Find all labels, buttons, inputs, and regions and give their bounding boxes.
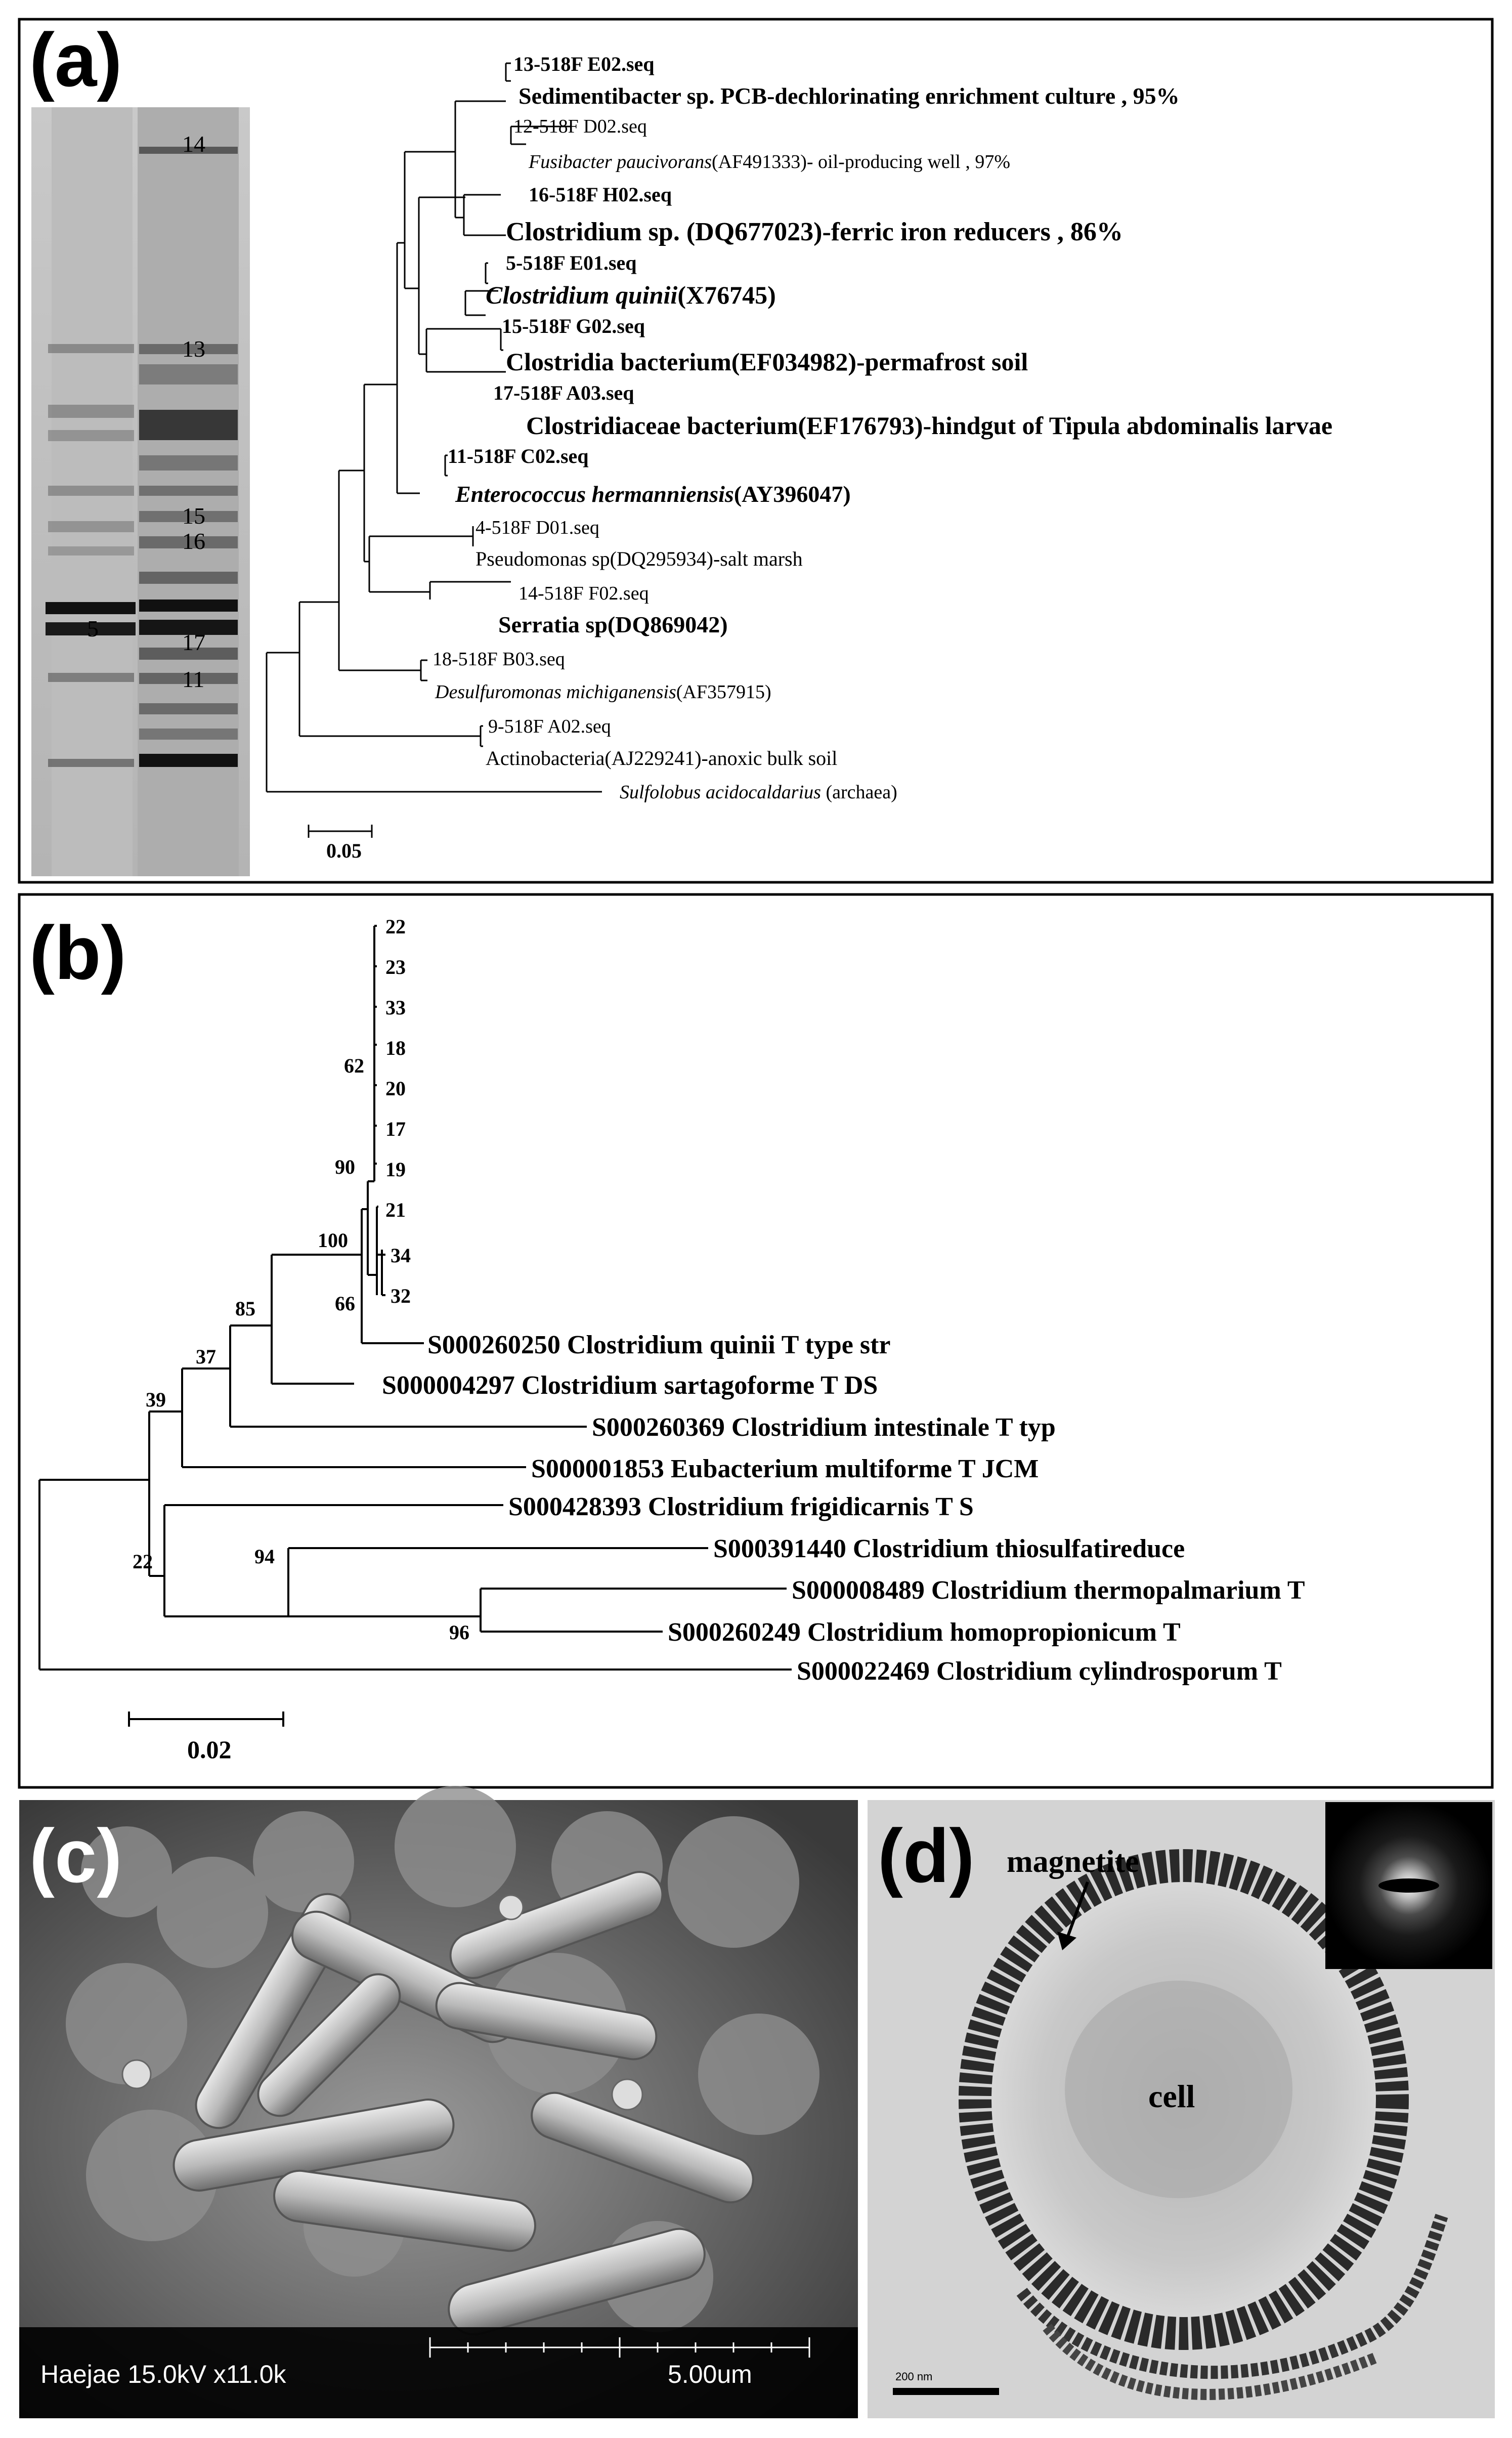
band-label: 13	[182, 336, 205, 362]
tree-a-taxon-label: 9-518F A02.seq	[488, 716, 611, 737]
tree-a-taxon-label: Fusibacter paucivorans(AF491333)- oil-pr…	[528, 151, 1010, 173]
tree-a-taxon-label: Clostridia bacterium(EF034982)-permafros…	[506, 348, 1028, 376]
tem-micrograph	[868, 1800, 1495, 2418]
phylogenetic-tree-a	[266, 62, 602, 838]
phylogenetic-tree-b	[38, 925, 792, 1727]
tree-a-taxon-label: Clostridium quinii(X76745)	[486, 281, 776, 309]
panel-d-label: (d)	[878, 1813, 975, 1898]
tree-a-taxon-label: Actinobacteria(AJ229241)-anoxic bulk soi…	[486, 747, 837, 769]
tree-a-taxon-label: Enterococcus hermanniensis(AY396047)	[455, 481, 851, 507]
tree-a-taxon-label: 4-518F D01.seq	[476, 517, 599, 538]
tree-a-taxon-label: 16-518F H02.seq	[529, 183, 672, 206]
bootstrap-value: 37	[196, 1345, 216, 1368]
clone-label: 33	[385, 996, 406, 1019]
clone-label: 34	[391, 1244, 411, 1267]
tree-a-taxon-label: 13-518F E02.seq	[513, 53, 655, 75]
band-label: 14	[182, 131, 205, 157]
band-label: 17	[182, 629, 205, 655]
magnetite-label: magnetite	[1007, 1845, 1139, 1879]
clone-label: 23	[385, 956, 406, 978]
reference-taxon: S000260249 Clostridium homopropionicum T	[668, 1618, 1181, 1647]
panel-b-frame	[18, 893, 1494, 1789]
bootstrap-value: 85	[235, 1297, 255, 1320]
tree-a-taxon-label: Clostridiaceae bacterium(EF176793)-hindg…	[526, 411, 1332, 440]
band-label: 15	[182, 503, 205, 529]
tree-a-taxon-label: 14-518F F02.seq	[519, 583, 649, 604]
tree-a-taxon-label: 11-518F C02.seq	[448, 445, 589, 467]
tree-a-taxon-label: 17-518F A03.seq	[493, 381, 634, 404]
reference-taxon: S000391440 Clostridium thiosulfatireduce	[713, 1534, 1185, 1563]
clone-label: 20	[385, 1077, 406, 1100]
bootstrap-value: 62	[344, 1054, 364, 1077]
bootstrap-value: 39	[146, 1388, 166, 1411]
clone-label: 21	[385, 1199, 406, 1221]
scale-bar-label-b: 0.02	[187, 1735, 232, 1764]
bootstrap-value: 94	[254, 1545, 275, 1568]
clone-label: 22	[385, 915, 406, 938]
tree-b-bootstrap-labels: 62 90 100 66 85 37 39 22 94 96	[133, 1054, 469, 1644]
reference-taxon: S000022469 Clostridium cylindrosporum T	[797, 1657, 1282, 1686]
reference-taxon: S000008489 Clostridium thermopalmarium T	[792, 1576, 1305, 1605]
bootstrap-value: 100	[318, 1229, 348, 1252]
tree-b-clone-labels: 22 23 33 18 20 17 19 21 34 32	[385, 915, 411, 1307]
tree-a-taxon-label: Clostridium sp. (DQ677023)-ferric iron r…	[506, 218, 1123, 246]
tree-a-taxon-label: 12-518F D02.seq	[513, 116, 647, 137]
band-label: 11	[182, 666, 204, 692]
clone-label: 18	[385, 1037, 406, 1059]
band-label: 5	[87, 616, 99, 641]
sem-scale-label: 5.00um	[668, 2360, 752, 2388]
reference-taxon: S000004297 Clostridium sartagoforme T DS	[382, 1371, 878, 1400]
bootstrap-value: 22	[133, 1550, 153, 1573]
bootstrap-value: 66	[335, 1292, 355, 1315]
tree-a-taxon-label: 5-518F E01.seq	[506, 251, 637, 274]
reference-taxon: S000260250 Clostridium quinii T type str	[427, 1331, 890, 1359]
panel-b-label: (b)	[29, 910, 126, 995]
tem-scale-label: 200 nm	[895, 2370, 932, 2383]
tree-a-taxon-label: 15-518F G02.seq	[502, 315, 645, 337]
clone-label: 32	[391, 1285, 411, 1307]
sem-micrograph	[19, 1786, 858, 2418]
dgge-gel-image: 14 13 15 16 5 17 11	[31, 107, 250, 876]
tree-a-taxon-label: Serratia sp(DQ869042)	[498, 612, 728, 637]
scale-bar-label-a: 0.05	[326, 839, 362, 862]
tree-a-taxon-label: 18-518F B03.seq	[433, 649, 565, 670]
tree-a-taxon-label: Desulfuromonas michiganensis(AF357915)	[435, 681, 771, 703]
band-label: 16	[182, 528, 205, 554]
tree-a-taxon-label: Sulfolobus acidocaldarius (archaea)	[620, 782, 897, 803]
tree-a-taxon-label: Sedimentibacter sp. PCB-dechlorinating e…	[519, 83, 1180, 109]
tree-a-taxon-label: Pseudomonas sp(DQ295934)-salt marsh	[476, 547, 803, 570]
sem-info: Haejae 15.0kV x11.0k	[40, 2360, 286, 2388]
cell-label: cell	[1148, 2078, 1195, 2114]
clone-label: 19	[385, 1158, 406, 1181]
tree-b-reference-labels: S000260250 Clostridium quinii T type str…	[382, 1331, 1305, 1686]
reference-taxon: S000001853 Eubacterium multiforme T JCM	[531, 1455, 1039, 1483]
bootstrap-value: 96	[449, 1621, 469, 1644]
magnetite-arrow	[1057, 1881, 1089, 1950]
bootstrap-value: 90	[335, 1156, 355, 1178]
panel-c-label: (c)	[29, 1813, 122, 1898]
panel-a-label: (a)	[29, 17, 122, 102]
reference-taxon: S000260369 Clostridium intestinale T typ	[592, 1413, 1056, 1442]
clone-label: 17	[385, 1118, 406, 1140]
panel-a-frame	[18, 18, 1494, 884]
reference-taxon: S000428393 Clostridium frigidicarnis T S	[508, 1492, 974, 1521]
